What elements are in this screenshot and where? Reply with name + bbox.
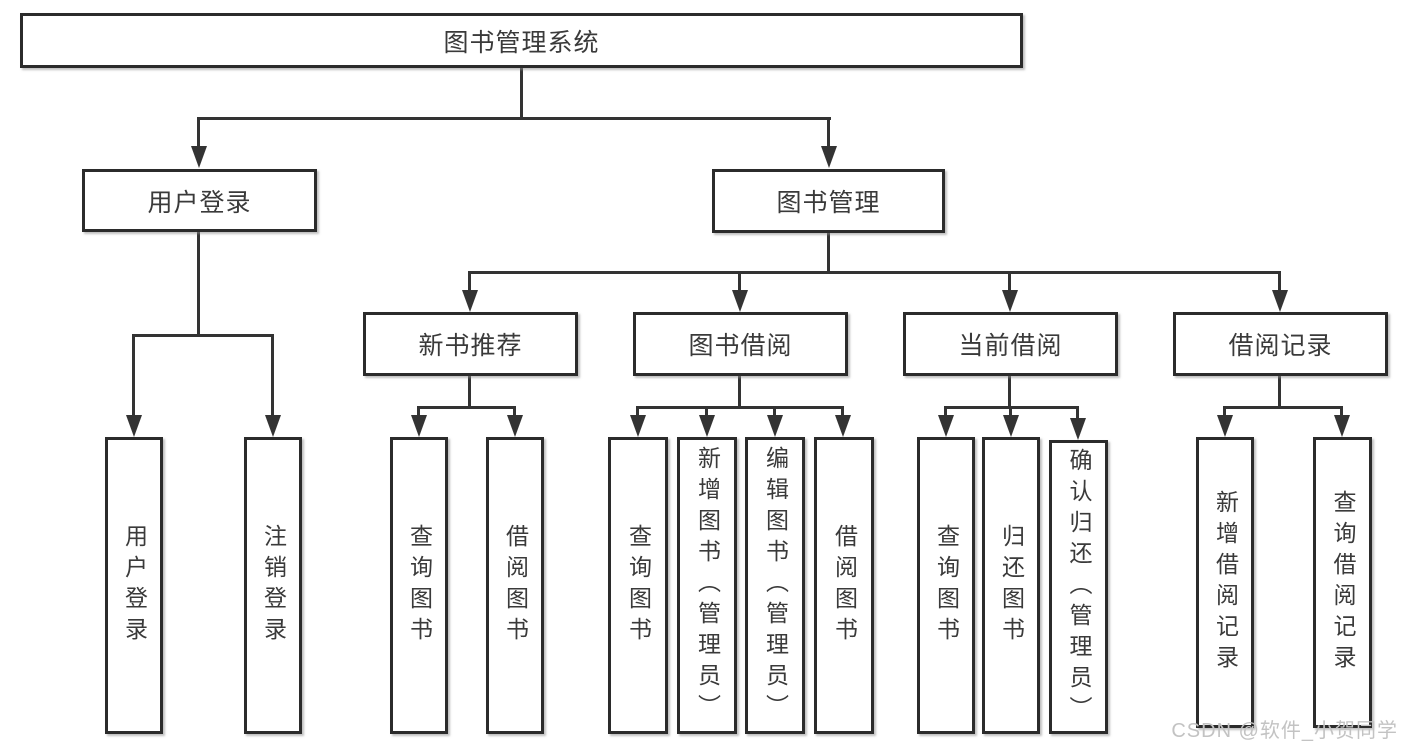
node-label: 当前借阅 [958,332,1063,360]
connector-current-borrow-stem [1008,375,1011,409]
node-label: 确认归还（管理员） [1066,447,1092,727]
node-label: 新增借阅记录 [1212,489,1239,676]
arrow-to-leaf-query-book-bor [629,406,646,437]
csdn-watermark: CSDN @软件_小贺同学 [1171,720,1398,742]
arrow-to-leaf-query-book-cur [937,406,954,437]
arrow-to-leaf-query-book-rec [410,406,427,437]
arrow-to-leaf-logout [264,334,281,437]
arrow-to-leaf-confirm-return [1069,406,1086,440]
node-label: 借阅记录 [1228,332,1333,360]
node-label: 用户登录 [121,523,148,648]
node-label: 查询图书 [625,523,652,648]
node-label: 图书管理 [776,189,881,217]
arrow-to-leaf-add-record [1216,406,1233,437]
node-leaf-confirm-return-admin: 确认归还（管理员） [1049,440,1108,734]
connector-borrow-record-rail [1223,406,1343,409]
node-label: 图书管理系统 [443,28,600,57]
node-current-borrow: 当前借阅 [903,312,1118,376]
connector-book-mgmt-rail [468,271,1281,274]
node-label: 归还图书 [998,523,1025,648]
node-leaf-add-book-admin: 新增图书（管理员） [677,437,737,734]
connector-book-mgmt-stem [827,232,830,274]
connector-new-book-rec-rail [417,406,516,409]
node-user-login: 用户登录 [82,169,317,232]
arrow-to-leaf-return-book [1002,406,1019,437]
node-label: 借阅图书 [502,523,529,648]
node-leaf-user-login: 用户登录 [105,437,163,734]
node-borrow-record: 借阅记录 [1173,312,1388,376]
arrow-to-user-login [190,117,207,168]
arrow-to-new-book-rec [461,271,478,312]
node-label: 新书推荐 [418,332,523,360]
node-library-management-system: 图书管理系统 [20,13,1023,68]
arrow-to-leaf-borrow-book-bor [834,406,851,437]
node-leaf-query-book-borrow: 查询图书 [608,437,668,734]
node-label: 用户登录 [147,188,252,217]
arrow-to-leaf-query-record [1333,406,1350,437]
node-leaf-add-borrow-record: 新增借阅记录 [1196,437,1254,728]
connector-book-borrow-stem [738,375,741,409]
node-book-borrow: 图书借阅 [633,312,848,376]
node-label: 查询借阅记录 [1330,489,1356,676]
node-label: 查询图书 [933,523,960,648]
node-label: 新增图书（管理员） [694,446,721,725]
node-label: 编辑图书（管理员） [762,446,789,725]
connector-root-rail [197,117,831,120]
connector-root-stem [520,66,523,120]
node-leaf-query-book-current: 查询图书 [917,437,975,734]
node-label: 借阅图书 [831,523,858,648]
node-leaf-borrow-book-recommend: 借阅图书 [486,437,544,734]
node-new-book-recommend: 新书推荐 [363,312,578,376]
arrow-to-current-borrow [1001,271,1018,312]
arrow-to-leaf-borrow-book-rec [506,406,523,437]
connector-new-book-rec-stem [468,375,471,409]
connector-user-login-rail [132,334,274,337]
arrow-to-borrow-record [1271,271,1288,312]
node-book-management: 图书管理 [712,169,945,233]
node-leaf-query-borrow-record: 查询借阅记录 [1313,437,1372,728]
connector-book-borrow-rail [636,406,844,409]
arrow-to-book-mgmt [820,117,837,168]
arrow-to-book-borrow [731,271,748,312]
node-leaf-query-book-recommend: 查询图书 [390,437,448,734]
connector-user-login-stem [197,231,200,337]
arrow-to-leaf-user-login [125,334,142,437]
node-leaf-return-book: 归还图书 [982,437,1040,734]
node-leaf-edit-book-admin: 编辑图书（管理员） [745,437,805,734]
node-leaf-borrow-book-borrow: 借阅图书 [814,437,874,734]
node-label: 图书借阅 [688,332,793,360]
connector-borrow-record-stem [1278,375,1281,409]
arrow-to-leaf-edit-book [766,406,783,437]
node-label: 查询图书 [406,523,433,648]
arrow-to-leaf-add-book [698,406,715,437]
node-leaf-logout: 注销登录 [244,437,302,734]
node-label: 注销登录 [260,523,287,648]
